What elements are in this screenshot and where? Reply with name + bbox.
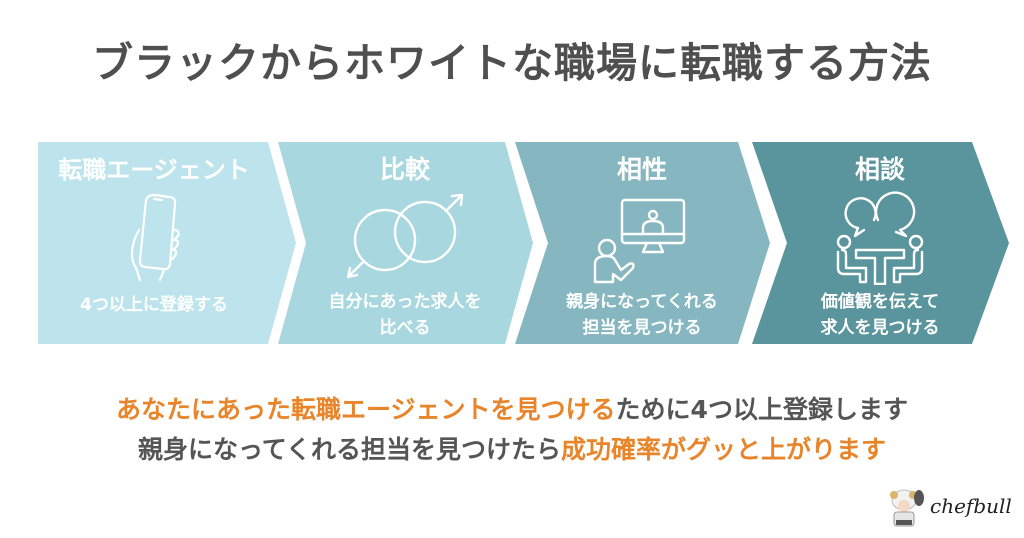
step-compatibility: 相性 親身になってくれる 担当を見つける <box>536 142 748 344</box>
chef-mascot-icon <box>890 489 924 527</box>
step-description: 自分にあった求人を 比べる <box>300 289 510 341</box>
brand-logo: chefbull <box>886 486 1016 532</box>
chevron-step-4 <box>752 142 1009 344</box>
step-description: 4つ以上に登録する <box>80 295 228 315</box>
step-description-line1: 価値観を伝えて <box>820 292 940 312</box>
step-description-line2: 担当を見つける <box>582 318 702 338</box>
step-description-line1: 親身になってくれる <box>566 292 718 312</box>
meeting-discussion-icon <box>836 191 924 285</box>
page-title: ブラックからホワイトな職場に転職する方法 <box>92 39 932 87</box>
step-agent: 転職エージェント 4つ以上に登録する <box>38 142 270 344</box>
chevron-step-1 <box>38 142 296 344</box>
step-consultation: 相談 価値観を伝えて 求人を見つける <box>776 142 984 344</box>
step-description-line2: 求人を見つける <box>820 318 940 338</box>
message-highlight: あなたにあった転職エージェントを見つける <box>116 395 616 424</box>
step-heading: 相談 <box>854 155 905 184</box>
logo-text: chefbull <box>930 494 1012 518</box>
step-heading: 比較 <box>379 155 430 184</box>
compare-circles-icon <box>346 193 464 279</box>
online-consultation-icon <box>593 198 686 284</box>
message-line-2: 親身になってくれる担当を見つけたら成功確率がグッと上がります <box>0 432 1024 468</box>
message-line-1: あなたにあった転職エージェントを見つけるために4つ以上登録します <box>0 392 1024 428</box>
step-heading: 相性 <box>616 155 667 184</box>
message-text: ために4つ以上登録します <box>615 395 908 424</box>
smartphone-in-hand-icon <box>130 193 180 282</box>
message-text: 親身になってくれる担当を見つけたら <box>137 435 561 464</box>
chevron-step-2 <box>278 142 533 344</box>
step-heading: 転職エージェント <box>58 156 250 184</box>
step-description: 価値観を伝えて 求人を見つける <box>776 289 984 341</box>
step-compare: 比較 自分にあった求人を 比べる <box>300 142 510 344</box>
message-highlight: 成功確率がグッと上がります <box>561 435 887 464</box>
step-description: 親身になってくれる 担当を見つける <box>536 289 748 341</box>
step-description-line2: 比べる <box>379 318 431 338</box>
step-description-line1: 自分にあった求人を <box>328 292 482 312</box>
